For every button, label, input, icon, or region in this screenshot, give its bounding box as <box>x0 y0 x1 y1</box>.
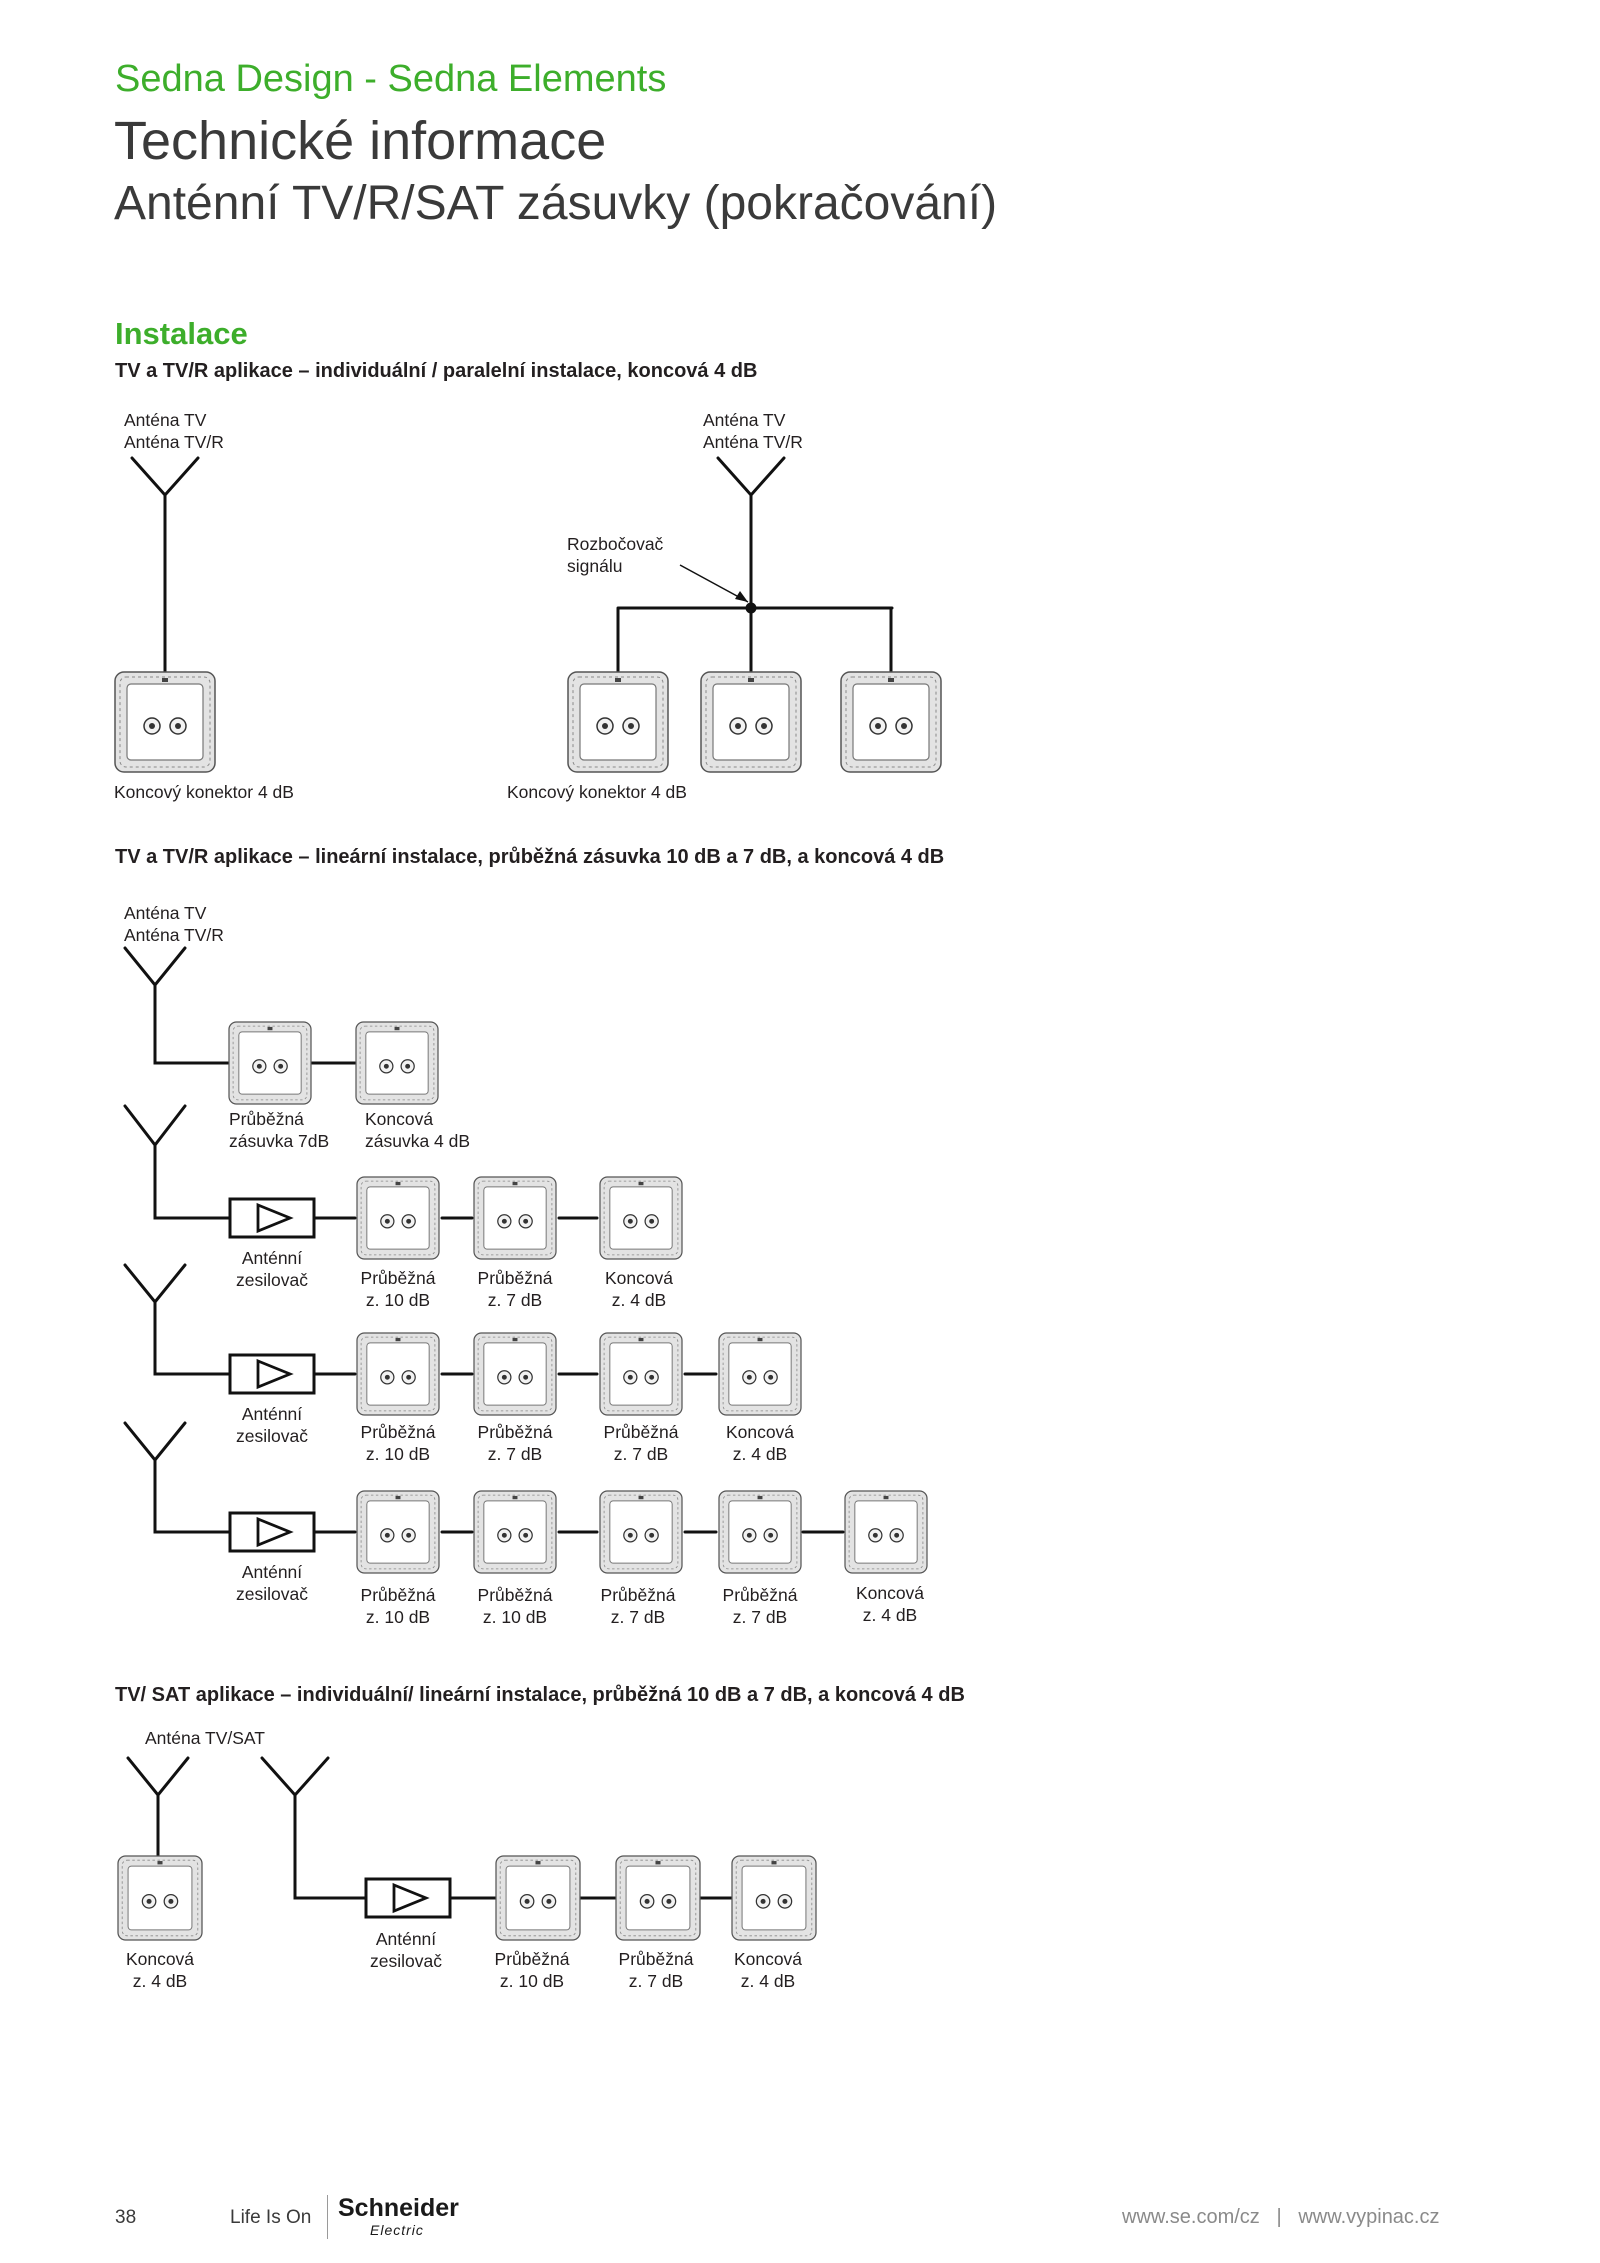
socket-icon <box>495 1855 581 1941</box>
amplifier-icon <box>364 1877 452 1919</box>
splitter-node <box>745 602 757 614</box>
socket-icon <box>356 1332 440 1416</box>
socket-icon <box>731 1855 817 1941</box>
socket-icon <box>356 1176 440 1260</box>
socket-icon <box>473 1176 557 1260</box>
page-subtitle: Anténní TV/R/SAT zásuvky (pokračování) <box>114 177 998 230</box>
antenna-label: Anténa TV/R <box>703 432 803 452</box>
antenna-icon <box>123 946 230 1065</box>
antenna-label: Anténa TV/R <box>124 432 224 452</box>
brand-title: Sedna Design - Sedna Elements <box>115 58 667 100</box>
socket-label: Koncový konektor 4 dB <box>507 782 687 802</box>
socket-icon <box>228 1021 312 1105</box>
splitter-arrow <box>679 564 749 603</box>
antenna-icon <box>130 456 200 680</box>
diagram1-heading: TV a TV/R aplikace – individuální / para… <box>115 360 758 382</box>
antenna-label: Anténa TV/R <box>124 925 224 945</box>
socket-icon <box>117 1855 203 1941</box>
socket-icon <box>840 671 942 773</box>
antenna-label: Anténa TV/SAT <box>145 1728 265 1748</box>
socket-icon <box>844 1490 928 1574</box>
antenna-icon <box>123 1421 232 1534</box>
socket-icon <box>114 671 216 773</box>
footer-links[interactable]: www.se.com/cz | www.vypinac.cz <box>1122 2206 1440 2228</box>
socket-icon <box>615 1855 701 1941</box>
schneider-logo: Schneider <box>338 2194 459 2222</box>
socket-icon <box>473 1490 557 1574</box>
diagram2-heading: TV a TV/R aplikace – lineární instalace,… <box>115 846 945 868</box>
amplifier-icon <box>228 1197 316 1239</box>
socket-icon <box>718 1332 802 1416</box>
socket-icon <box>599 1176 683 1260</box>
antenna-label: Anténa TV <box>124 903 207 923</box>
socket-icon <box>473 1332 557 1416</box>
antenna-icon <box>123 1263 232 1376</box>
antenna-icon <box>126 1756 190 1857</box>
antenna-label: Anténa TV <box>703 410 786 430</box>
socket-icon <box>355 1021 439 1105</box>
diagram3-heading: TV/ SAT aplikace – individuální/ lineárn… <box>115 1684 965 1706</box>
antenna-label: Anténa TV <box>124 410 207 430</box>
page-number: 38 <box>115 2207 137 2228</box>
socket-label: Koncový konektor 4 dB <box>114 782 294 802</box>
amplifier-icon <box>228 1511 316 1553</box>
section-title: Instalace <box>115 316 248 351</box>
page-title: Technické informace <box>114 111 607 171</box>
socket-icon <box>356 1490 440 1574</box>
socket-icon <box>567 671 669 773</box>
antenna-icon <box>123 1104 232 1220</box>
schneider-logo-sub: Electric <box>370 2222 424 2238</box>
splitter-label: signálu <box>567 556 623 576</box>
antenna-icon <box>716 456 786 610</box>
socket-icon <box>718 1490 802 1574</box>
splitter-label: Rozbočovač <box>567 534 664 554</box>
amplifier-icon <box>228 1353 316 1395</box>
socket-icon <box>599 1332 683 1416</box>
antenna-icon <box>260 1756 368 1900</box>
socket-icon <box>700 671 802 773</box>
footer-divider <box>327 2195 328 2239</box>
socket-icon <box>599 1490 683 1574</box>
tagline: Life Is On <box>230 2207 312 2228</box>
